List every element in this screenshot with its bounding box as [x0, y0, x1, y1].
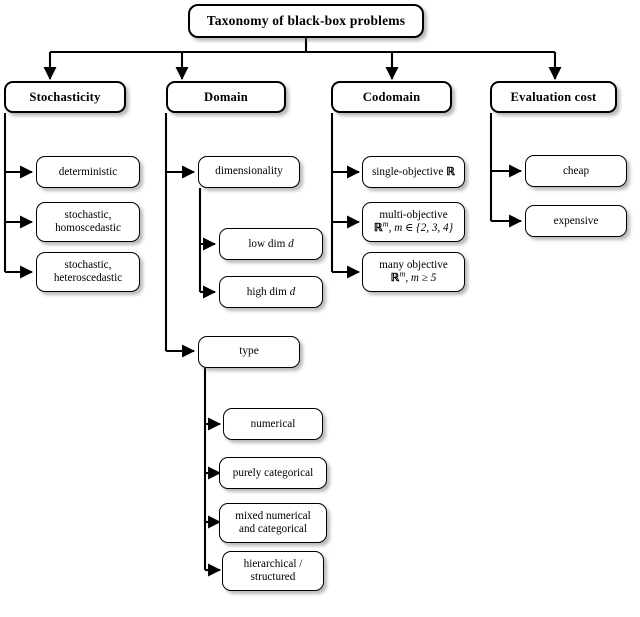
leaf-line-2: heteroscedastic [53, 272, 123, 284]
leaf-node-purely-categorical[interactable]: purely categorical [219, 457, 327, 489]
leaf-label-mixed-numerical-and-categorical: mixed numerical and categorical [220, 510, 326, 536]
leaf-node-hierarchical-structured[interactable]: hierarchical / structured [222, 551, 324, 591]
leaf-text: single-objective [371, 165, 444, 178]
leaf-label-single-objective: single-objective ℝ [363, 166, 464, 179]
leaf-label-stochastic-homoscedastic: stochastic, homoscedastic [37, 209, 139, 235]
category-label-stochasticity: Stochasticity [29, 89, 101, 104]
leaf-line-2: structured [250, 571, 296, 583]
leaf-line-2: ℝm, m ≥ 5 [390, 269, 437, 284]
math-set-real-numbers: ℝ [373, 222, 383, 234]
leaf-node-multi-objective[interactable]: multi-objective ℝm, m ∈ {2, 3, 4} [362, 202, 465, 242]
category-node-domain[interactable]: Domain [166, 81, 286, 113]
leaf-node-numerical[interactable]: numerical [223, 408, 323, 440]
leaf-line-1: stochastic, [64, 209, 112, 222]
leaf-node-high-dim[interactable]: high dim d [219, 276, 323, 308]
group-label-type: type [239, 345, 259, 358]
leaf-text: high dim [246, 285, 287, 298]
leaf-label-purely-categorical: purely categorical [232, 466, 314, 479]
leaf-label-hierarchical-structured: hierarchical / structured [223, 558, 323, 584]
leaf-node-many-objective[interactable]: many objective ℝm, m ≥ 5 [362, 252, 465, 292]
group-node-type[interactable]: type [198, 336, 300, 368]
figure-caption [0, 604, 640, 617]
math-condition: , m ≥ 5 [405, 272, 437, 284]
group-label-dimensionality: dimensionality [215, 165, 283, 178]
leaf-node-deterministic[interactable]: deterministic [36, 156, 140, 188]
leaf-label-cheap: cheap [562, 164, 590, 177]
math-set-real-numbers: ℝ [390, 272, 400, 284]
leaf-label-expensive: expensive [553, 214, 599, 227]
leaf-line-1: many objective [379, 259, 448, 272]
math-variable-d: d [288, 237, 294, 250]
leaf-line-2: homoscedastic [55, 222, 121, 234]
category-label-codomain: Codomain [362, 89, 421, 104]
leaf-line-2: and categorical [238, 523, 307, 535]
leaf-text: low dim [248, 237, 286, 250]
leaf-line-1: mixed numerical [235, 510, 311, 523]
math-exponent-m: m [382, 219, 389, 229]
leaf-node-low-dim[interactable]: low dim d [219, 228, 323, 260]
category-node-codomain[interactable]: Codomain [331, 81, 452, 113]
math-condition: , m ∈ {2, 3, 4} [388, 222, 454, 234]
leaf-node-stochastic-homoscedastic[interactable]: stochastic, homoscedastic [36, 202, 140, 242]
leaf-node-cheap[interactable]: cheap [525, 155, 627, 187]
leaf-line-1: stochastic, [64, 259, 112, 272]
leaf-node-stochastic-heteroscedastic[interactable]: stochastic, heteroscedastic [36, 252, 140, 292]
math-exponent-m: m [399, 269, 406, 279]
leaf-label-multi-objective: multi-objective ℝm, m ∈ {2, 3, 4} [363, 209, 464, 235]
math-set-real-numbers: ℝ [446, 165, 456, 178]
leaf-label-deterministic: deterministic [58, 165, 118, 178]
root-node-label: Taxonomy of black-box problems [206, 13, 406, 29]
root-node-taxonomy[interactable]: Taxonomy of black-box problems [188, 4, 424, 38]
leaf-line-2: ℝm, m ∈ {2, 3, 4} [373, 219, 454, 234]
category-label-domain: Domain [204, 89, 248, 104]
leaf-label-numerical: numerical [250, 417, 296, 430]
leaf-label-low-dim: low dim d [220, 238, 322, 251]
math-variable-d: d [289, 285, 296, 298]
category-node-evaluation-cost[interactable]: Evaluation cost [490, 81, 617, 113]
leaf-node-expensive[interactable]: expensive [525, 205, 627, 237]
leaf-label-stochastic-heteroscedastic: stochastic, heteroscedastic [37, 259, 139, 285]
leaf-label-high-dim: high dim d [220, 286, 322, 299]
leaf-node-single-objective[interactable]: single-objective ℝ [362, 156, 465, 188]
group-node-dimensionality[interactable]: dimensionality [198, 156, 300, 188]
leaf-line-1: multi-objective [379, 209, 448, 222]
leaf-node-mixed-numerical-and-categorical[interactable]: mixed numerical and categorical [219, 503, 327, 543]
category-label-evaluation-cost: Evaluation cost [510, 89, 597, 104]
category-node-stochasticity[interactable]: Stochasticity [4, 81, 126, 113]
leaf-label-many-objective: many objective ℝm, m ≥ 5 [363, 259, 464, 285]
leaf-line-1: hierarchical / [243, 558, 303, 571]
